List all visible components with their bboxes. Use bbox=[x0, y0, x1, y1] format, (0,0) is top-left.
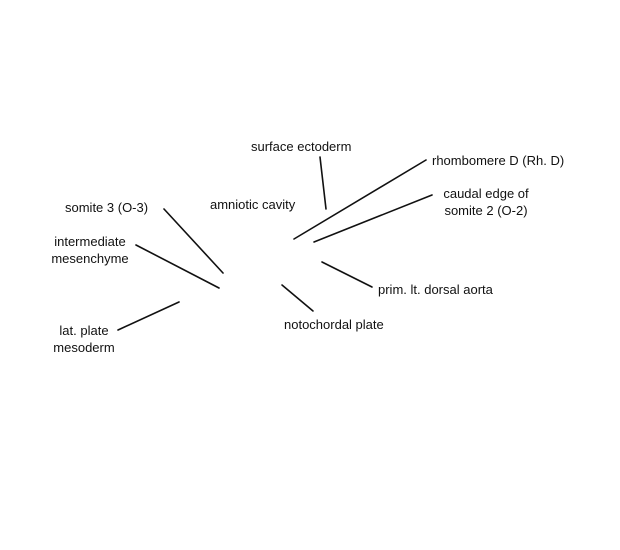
leader-prim-dorsal-aorta bbox=[321, 261, 373, 288]
label-intermediate-mesenchyme: intermediate mesenchyme bbox=[44, 233, 136, 267]
leader-notochordal-plate bbox=[281, 284, 314, 312]
label-caudal-edge-line-2: somite 2 (O-2) bbox=[444, 203, 528, 218]
label-caudal-edge-somite-2: caudal edge of somite 2 (O-2) bbox=[430, 185, 542, 219]
label-amniotic-cavity: amniotic cavity bbox=[210, 197, 296, 212]
label-caudal-edge-line-1: caudal edge of bbox=[443, 186, 529, 201]
label-somite-3: somite 3 (O-3) bbox=[65, 200, 149, 215]
label-lat-plate-line-2: mesoderm bbox=[53, 340, 115, 355]
label-intermediate-line-1: intermediate bbox=[54, 234, 126, 249]
leader-somite-3 bbox=[163, 208, 224, 274]
label-surface-ectoderm: surface ectoderm bbox=[251, 139, 352, 154]
label-intermediate-line-2: mesenchyme bbox=[51, 251, 129, 266]
label-lat-plate-line-1: lat. plate bbox=[59, 323, 109, 338]
label-prim-dorsal-aorta: prim. lt. dorsal aorta bbox=[378, 282, 493, 297]
label-lat-plate-mesoderm: lat. plate mesoderm bbox=[44, 322, 124, 356]
leader-lat-plate-mesoderm bbox=[117, 301, 180, 331]
label-notochordal-plate: notochordal plate bbox=[284, 317, 384, 332]
label-rhombomere-d: rhombomere D (Rh. D) bbox=[432, 153, 565, 168]
leader-surface-ectoderm bbox=[319, 156, 327, 210]
leader-intermediate-mesenchyme bbox=[135, 244, 220, 289]
leader-rhombomere-d bbox=[293, 159, 427, 240]
leader-caudal-edge-somite-2 bbox=[313, 194, 433, 243]
